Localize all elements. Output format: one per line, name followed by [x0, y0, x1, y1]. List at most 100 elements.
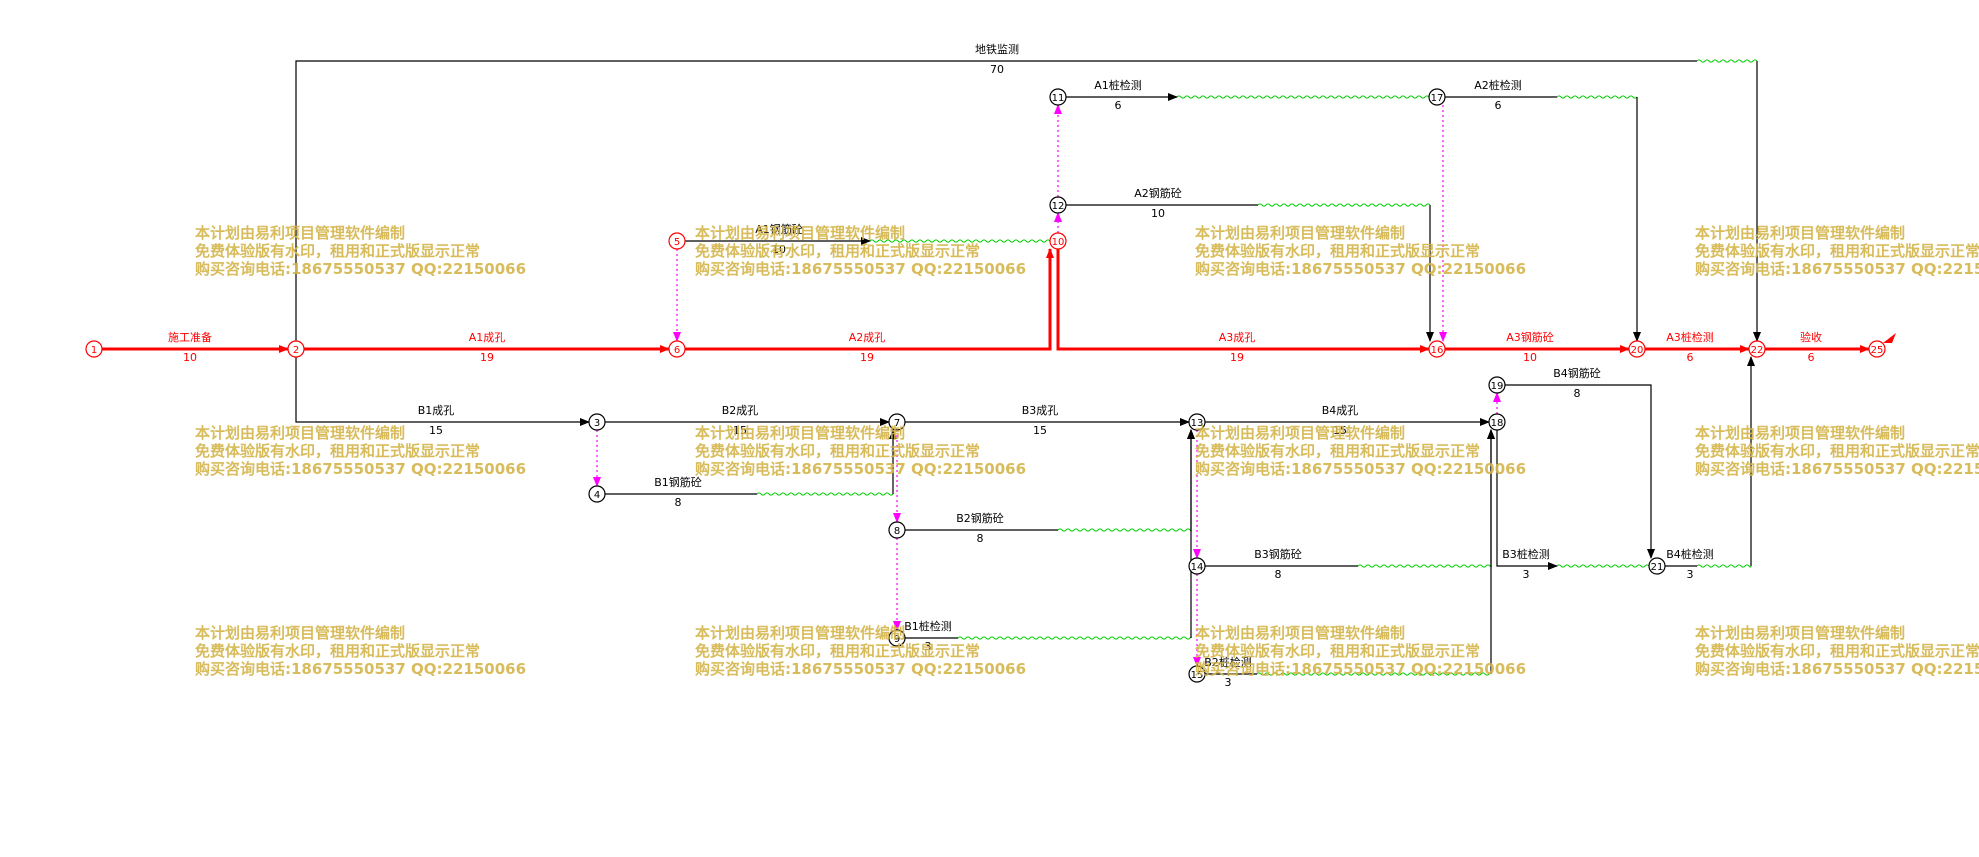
activity-name-11-17: A1桩检测 [1094, 78, 1142, 92]
activity-duration-14-18: 8 [1275, 568, 1282, 581]
node-label-13: 13 [1191, 418, 1204, 429]
activity-duration-5-10: 10 [772, 243, 786, 256]
activity-name-1-2: 施工准备 [168, 330, 212, 344]
float-line-18-21 [1556, 564, 1658, 568]
node-10[interactable]: 10 [1049, 232, 1067, 250]
node-label-2: 2 [293, 345, 299, 356]
activity-name-2-22: 地铁监测 [975, 43, 1019, 56]
float-line-9-13 [957, 636, 1192, 640]
node-label-20: 20 [1631, 345, 1644, 356]
node-label-22: 22 [1751, 345, 1764, 356]
node-label-3: 3 [594, 418, 600, 429]
node-16[interactable]: 16 [1428, 340, 1446, 358]
node-label-19: 19 [1491, 381, 1504, 392]
activity-duration-15-18: 3 [1225, 676, 1232, 689]
node-3[interactable]: 3 [588, 413, 606, 431]
node-9[interactable]: 9 [888, 629, 906, 647]
activity-6-10[interactable] [685, 248, 1054, 351]
activity-name-4-7: B1钢筋砼 [654, 475, 702, 489]
float-line-17-20 [1556, 95, 1638, 99]
activity-18-21[interactable] [1496, 430, 1558, 570]
node-label-18: 18 [1491, 418, 1504, 429]
activity-name-20-22: A3桩检测 [1666, 330, 1714, 344]
activity-name-8-13: B2钢筋砼 [956, 511, 1004, 525]
activity-name-13-18: B4成孔 [1322, 404, 1359, 417]
float-line-4-7 [756, 492, 894, 496]
node-label-10: 10 [1052, 237, 1065, 248]
activity-name-7-13: B3成孔 [1022, 404, 1059, 417]
activity-duration-2-3: 15 [429, 424, 443, 437]
node-label-5: 5 [674, 237, 680, 248]
activity-duration-8-13: 8 [977, 532, 984, 545]
node-8[interactable]: 8 [888, 521, 906, 539]
node-1[interactable]: 1 [85, 340, 103, 358]
activity-2-22[interactable] [295, 60, 1697, 341]
node-22[interactable]: 22 [1748, 340, 1766, 358]
node-12[interactable]: 12 [1049, 196, 1067, 214]
activity-10-16[interactable] [1056, 249, 1430, 353]
node-13[interactable]: 13 [1188, 413, 1206, 431]
activity-name-6-10: A2成孔 [849, 331, 886, 344]
node-label-17: 17 [1431, 93, 1444, 104]
node-label-6: 6 [674, 345, 680, 356]
activity-name-15-18: B2桩检测 [1204, 655, 1252, 669]
activity-duration-1-2: 10 [183, 351, 197, 364]
end-flag-icon [1883, 333, 1896, 343]
node-5[interactable]: 5 [668, 232, 686, 250]
node-6[interactable]: 6 [668, 340, 686, 358]
activity-duration-6-10: 19 [860, 351, 874, 364]
float-line-21-22 [1696, 564, 1752, 568]
activity-name-10-16: A3成孔 [1219, 331, 1256, 344]
activity-19-21[interactable] [1505, 384, 1655, 559]
node-label-25: 25 [1871, 345, 1884, 356]
activity-duration-3-7: 15 [733, 424, 747, 437]
node-18[interactable]: 18 [1488, 413, 1506, 431]
node-label-1: 1 [91, 345, 97, 356]
activity-duration-21-22: 3 [1687, 568, 1694, 581]
activity-duration-18-21: 3 [1523, 568, 1530, 581]
activity-name-17-20: A2桩检测 [1474, 78, 1522, 92]
activity-duration-22-25: 6 [1808, 351, 1815, 364]
float-line-14-18 [1357, 564, 1492, 568]
node-4[interactable]: 4 [588, 485, 606, 503]
activity-duration-4-7: 8 [675, 496, 682, 509]
activity-duration-2-6: 19 [480, 351, 494, 364]
activity-duration-17-20: 6 [1495, 99, 1502, 112]
activity-name-22-25: 验收 [1800, 330, 1822, 344]
activity-name-2-3: B1成孔 [418, 404, 455, 417]
node-label-7: 7 [894, 418, 900, 429]
activity-name-2-6: A1成孔 [469, 331, 506, 344]
activity-name-5-10: A1钢筋砼 [755, 222, 803, 236]
node-20[interactable]: 20 [1628, 340, 1646, 358]
node-7[interactable]: 7 [888, 413, 906, 431]
activity-duration-7-13: 15 [1033, 424, 1047, 437]
activity-duration-10-16: 19 [1230, 351, 1244, 364]
float-line-12-16 [1257, 203, 1431, 207]
node-17[interactable]: 17 [1428, 88, 1446, 106]
activity-name-18-21: B3桩检测 [1502, 547, 1550, 561]
activity-duration-9-13: 3 [925, 640, 932, 653]
activity-name-19-21: B4钢筋砼 [1553, 366, 1601, 380]
activity-name-3-7: B2成孔 [722, 404, 759, 417]
node-21[interactable]: 21 [1648, 557, 1666, 575]
activity-duration-12-16: 10 [1151, 207, 1165, 220]
activity-duration-20-22: 6 [1687, 351, 1694, 364]
node-2[interactable]: 2 [287, 340, 305, 358]
node-19[interactable]: 19 [1488, 376, 1506, 394]
node-label-9: 9 [894, 634, 900, 645]
node-label-21: 21 [1651, 562, 1664, 573]
node-15[interactable]: 15 [1188, 665, 1206, 683]
activity-duration-16-20: 10 [1523, 351, 1537, 364]
node-14[interactable]: 14 [1188, 557, 1206, 575]
activity-duration-11-17: 6 [1115, 99, 1122, 112]
activity-2-3[interactable] [295, 357, 590, 426]
float-line-8-13 [1057, 528, 1192, 532]
node-11[interactable]: 11 [1049, 88, 1067, 106]
activity-duration-19-21: 8 [1574, 387, 1581, 400]
activity-name-16-20: A3钢筋砼 [1506, 330, 1554, 344]
node-label-15: 15 [1191, 670, 1204, 681]
node-25[interactable]: 25 [1868, 340, 1886, 358]
float-line-2-22 [1696, 59, 1758, 63]
activity-name-14-18: B3钢筋砼 [1254, 547, 1302, 561]
